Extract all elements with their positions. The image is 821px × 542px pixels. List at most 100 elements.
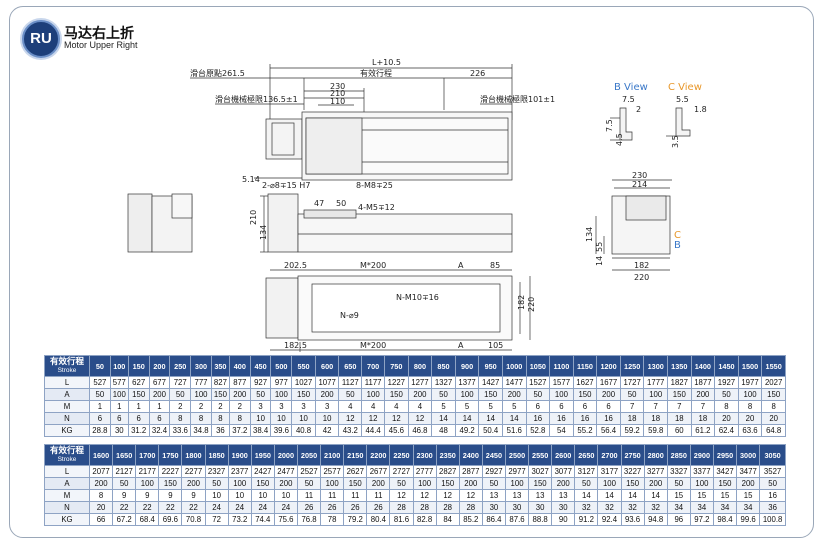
table-cell: 9 <box>181 489 206 502</box>
table-cell: 20 <box>88 501 114 514</box>
table-cell: 7 <box>619 400 645 413</box>
table-cell: 59.2 <box>619 424 645 437</box>
table-cell: 2477 <box>273 465 298 478</box>
dim-105: 105 <box>488 341 503 350</box>
table-cell: 36 <box>210 424 230 437</box>
table-cell: 50 <box>296 477 322 490</box>
table-cell: 28.8 <box>89 424 111 437</box>
table-cell: 1827 <box>667 376 692 389</box>
stroke-cell: 1700 <box>135 444 160 466</box>
table-cell: 150 <box>712 477 738 490</box>
table-cell: 977 <box>270 376 293 389</box>
table-cell: 200 <box>366 477 391 490</box>
table-cell: 1877 <box>690 376 716 389</box>
dim-514: 5.14 <box>242 175 260 184</box>
table-cell: 70.8 <box>181 513 206 526</box>
table-cell: 100 <box>643 388 668 401</box>
table-cell: 1377 <box>454 376 480 389</box>
table-cell: 4 <box>338 400 363 413</box>
table-cell: 16 <box>596 412 621 425</box>
table-cell: 100 <box>109 388 129 401</box>
dim-stroke: 有效行程 <box>360 68 392 78</box>
table-cell: 15 <box>736 489 761 502</box>
stroke-cell: 2000 <box>273 444 298 466</box>
stroke-cell: 2800 <box>643 444 668 466</box>
row-label: KG <box>44 424 90 437</box>
dim-end-214: 214 <box>632 180 647 189</box>
table-cell: 50 <box>431 388 456 401</box>
table-cell: 20 <box>714 412 739 425</box>
table-cell: 84 <box>435 513 460 526</box>
table-cell: 3177 <box>597 465 622 478</box>
table-cell: 63.6 <box>737 424 763 437</box>
stroke-cell: 150 <box>127 355 150 377</box>
table-cell: 64.8 <box>761 424 786 437</box>
table-cell: 200 <box>690 388 716 401</box>
table-cell: 1577 <box>549 376 574 389</box>
table-cell: 88.8 <box>528 513 553 526</box>
stroke-cell: 800 <box>407 355 433 377</box>
table-cell: 2027 <box>761 376 786 389</box>
table-cell: 3 <box>314 400 340 413</box>
dim-c-35: 3.5 <box>671 135 680 148</box>
table-cell: 16 <box>549 412 574 425</box>
row-label: M <box>44 400 90 413</box>
table-cell: 3527 <box>759 465 786 478</box>
table-cell: 200 <box>273 477 298 490</box>
table-cell: 94.8 <box>643 513 668 526</box>
ru-badge: RU <box>22 20 60 58</box>
table-cell: 46.8 <box>407 424 433 437</box>
table-cell: 28 <box>435 501 460 514</box>
table-cell: 150 <box>291 388 316 401</box>
table-cell: 3377 <box>689 465 714 478</box>
table-cell: 26 <box>296 501 322 514</box>
table-cell: 5 <box>501 400 527 413</box>
table-cell: 1 <box>109 400 129 413</box>
dim-110: 110 <box>330 97 345 106</box>
table-cell: 37.2 <box>228 424 251 437</box>
table-cell: 2 <box>169 400 192 413</box>
stroke-cell: 1200 <box>596 355 621 377</box>
table-cell: 10 <box>227 489 252 502</box>
dim-210: 210 <box>330 89 345 98</box>
stroke-cell: 3000 <box>736 444 761 466</box>
table-cell: 30 <box>481 501 506 514</box>
table-cell: 1077 <box>314 376 340 389</box>
table-cell: 36 <box>759 501 786 514</box>
table-cell: 76.8 <box>296 513 322 526</box>
stroke-cell: 2750 <box>620 444 645 466</box>
table-cell: 200 <box>551 477 576 490</box>
stroke-cell: 1900 <box>227 444 252 466</box>
table-cell: 28 <box>389 501 414 514</box>
table-cell: 24 <box>227 501 252 514</box>
table-cell: 99.6 <box>736 513 761 526</box>
table-cell: 18 <box>643 412 668 425</box>
stroke-cell: 2500 <box>504 444 530 466</box>
stroke-cell: 2250 <box>389 444 414 466</box>
table-cell: 100 <box>412 477 437 490</box>
table-cell: 1927 <box>714 376 739 389</box>
dim-85: 85 <box>490 261 500 270</box>
table-cell: 1327 <box>431 376 456 389</box>
table-cell: 100 <box>227 477 252 490</box>
table-cell: 827 <box>210 376 230 389</box>
table-cell: 12 <box>407 412 433 425</box>
table-cell: 6 <box>525 400 551 413</box>
table-cell: 150 <box>572 388 598 401</box>
table-cell: 69.6 <box>158 513 183 526</box>
table-cell: 2627 <box>343 465 368 478</box>
table-cell: 12 <box>458 489 483 502</box>
dim-230: 230 <box>330 82 345 91</box>
dim-end-134: 134 <box>585 227 594 242</box>
table-cell: 2327 <box>204 465 229 478</box>
table-cell: 8 <box>88 489 114 502</box>
table-cell: 1777 <box>643 376 668 389</box>
table-cell: 2527 <box>296 465 322 478</box>
table-cell: 1427 <box>478 376 503 389</box>
table-cell: 1 <box>127 400 150 413</box>
dim-total: L+10.5 <box>372 58 401 67</box>
table-cell: 150 <box>667 388 692 401</box>
